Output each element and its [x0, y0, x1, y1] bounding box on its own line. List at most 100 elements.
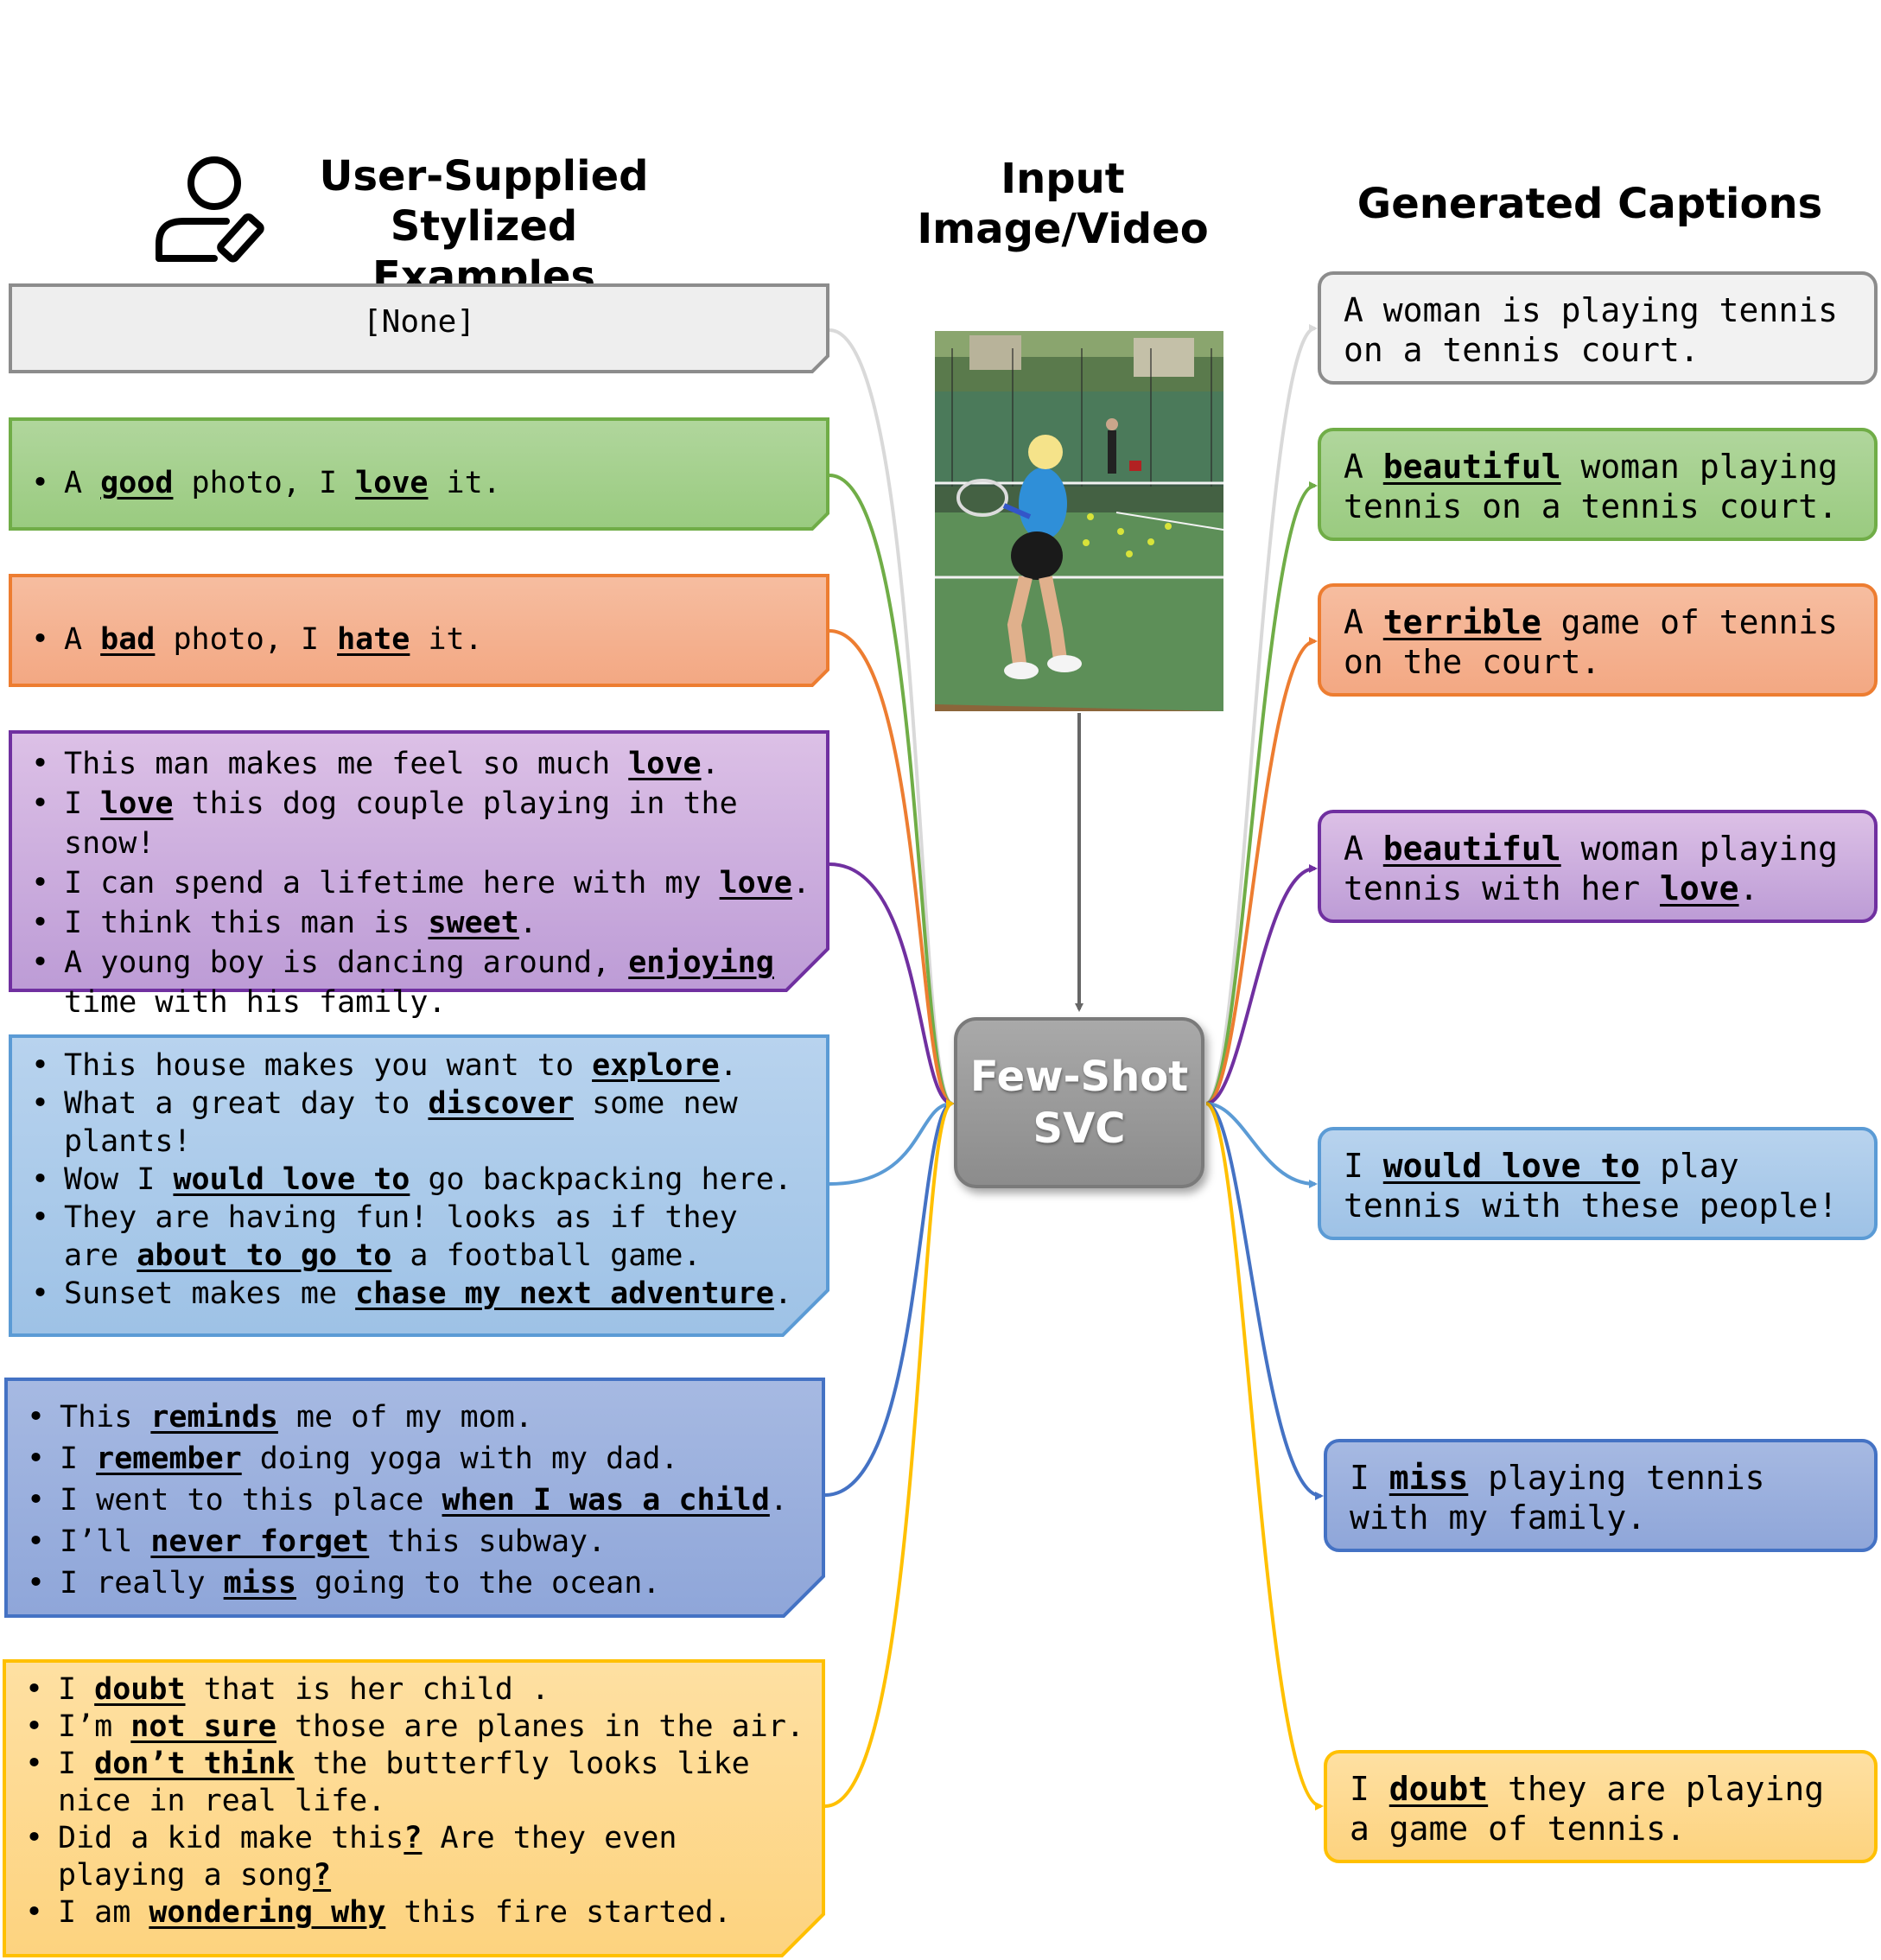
text-segment: I	[1344, 1147, 1383, 1185]
arrow-out-5	[1205, 1102, 1324, 1500]
emphasized-text: explore	[592, 1048, 720, 1083]
example-item: I don’t think the butterfly looks like n…	[6, 1746, 822, 1820]
emphasized-text: love	[719, 866, 792, 900]
text-segment: this dog couple playing in the snow!	[64, 786, 756, 861]
user-edit-icon	[156, 156, 264, 263]
text-segment: This man makes me feel so much	[64, 747, 629, 781]
text-segment: I think this man is	[64, 906, 429, 940]
text-segment: I can spend a lifetime here with my	[64, 866, 720, 900]
caption-positive: A beautiful woman playing tennis on a te…	[1318, 428, 1878, 541]
emphasized-text: chase my next adventure	[355, 1276, 774, 1311]
emphasized-text: would love to	[173, 1162, 410, 1197]
text-segment: woman playing tennis with her	[1344, 830, 1838, 907]
example-item: I am wondering why this fire started.	[6, 1894, 822, 1931]
example-item: I think this man is sweet.	[12, 903, 826, 943]
text-segment: A	[1344, 603, 1383, 641]
page-fold	[810, 512, 829, 531]
example-item: A bad photo, I hate it.	[12, 621, 826, 658]
emphasized-text: reminds	[150, 1400, 278, 1435]
example-item: A good photo, I love it.	[12, 465, 826, 501]
text-segment: it.	[428, 466, 501, 500]
example-item: I can spend a lifetime here with my love…	[12, 863, 826, 903]
text-segment: those are planes in the air.	[276, 1709, 804, 1744]
text-segment: A young boy is dancing around,	[64, 945, 629, 980]
emphasized-text: hate	[337, 622, 410, 657]
arrow-in-2	[829, 629, 955, 1108]
emphasized-text: doubt	[1389, 1770, 1489, 1808]
examples-header: User-Supplied Stylized Examples	[319, 152, 649, 301]
page-fold	[781, 1289, 829, 1337]
arrow-out-1	[1205, 481, 1318, 1105]
text-segment: Are they even playing a song	[58, 1821, 677, 1893]
arrow-in-4	[829, 1099, 955, 1186]
text-segment: .	[701, 747, 720, 781]
text-segment: some new plants!	[64, 1086, 738, 1159]
text-segment: .	[719, 1048, 738, 1083]
text-segment: this subway.	[369, 1524, 607, 1559]
text-segment: I am	[58, 1895, 149, 1930]
emphasized-text: when I was a child	[442, 1483, 770, 1518]
emphasized-text: love	[100, 786, 174, 821]
text-segment: A	[64, 622, 101, 657]
page-fold	[785, 947, 829, 992]
emphasized-text: miss	[223, 1566, 296, 1600]
text-segment: they are playing a game of tennis.	[1350, 1770, 1825, 1848]
page-fold	[810, 668, 829, 687]
arrow-out-0	[1205, 324, 1318, 1105]
caption-nostalgic: I miss playing tennis with my family.	[1324, 1439, 1878, 1552]
none-label: [None]	[362, 304, 476, 340]
example-item: I doubt that is her child .	[6, 1671, 822, 1709]
caption-adventurous: I would love to play tennis with these p…	[1318, 1127, 1878, 1240]
text-segment: I	[64, 786, 101, 821]
emphasized-text: love	[1660, 869, 1739, 907]
text-segment: They are having fun! looks as if they ar…	[64, 1200, 738, 1273]
example-item: I remember doing yoga with my dad.	[8, 1438, 822, 1480]
arrow-out-3	[1205, 864, 1318, 1105]
text-segment: play tennis with these people!	[1344, 1147, 1838, 1225]
emphasized-text: ?	[404, 1821, 423, 1855]
example-group-adventurous: This house makes you want to explore.Wha…	[9, 1034, 829, 1337]
caption-negative: A terrible game of tennis on the court.	[1318, 583, 1878, 697]
text-segment: .	[769, 1483, 788, 1518]
emphasized-text: remember	[96, 1441, 242, 1476]
example-group-negative: A bad photo, I hate it.	[9, 574, 829, 687]
arrow-in-5	[824, 1099, 955, 1497]
emphasized-text: about to go to	[137, 1238, 392, 1273]
example-item: This man makes me feel so much love.	[12, 744, 826, 784]
example-group-nostalgic: This reminds me of my mom.I remember doi…	[4, 1378, 825, 1618]
example-item: A young boy is dancing around, enjoying …	[12, 943, 826, 1022]
example-item: I really miss going to the ocean.	[8, 1562, 822, 1604]
input-header: Input Image/Video	[917, 155, 1209, 253]
emphasized-text: never forget	[150, 1524, 370, 1559]
text-segment: What a great day to	[64, 1086, 429, 1121]
text-segment: A	[64, 466, 101, 500]
text-segment: go backpacking here.	[410, 1162, 792, 1197]
page-fold	[782, 1575, 825, 1618]
emphasized-text: discover	[428, 1086, 575, 1121]
example-group-none: [None]	[9, 283, 829, 373]
page-fold	[780, 1912, 825, 1957]
example-group-positive: A good photo, I love it.	[9, 417, 829, 531]
text-segment: I	[1350, 1459, 1389, 1497]
arrow-out-2	[1205, 637, 1318, 1105]
text-segment: that is her child .	[185, 1672, 550, 1707]
text-segment: .	[1738, 869, 1759, 907]
few-shot-svc-box: Few-Shot SVC	[954, 1017, 1204, 1188]
text-segment: A	[1344, 830, 1383, 868]
caption-romantic: A beautiful woman playing tennis with he…	[1318, 810, 1878, 923]
text-segment: time with his family.	[64, 985, 447, 1020]
arrow-in-6	[824, 1099, 955, 1808]
text-segment: I	[58, 1747, 95, 1781]
text-segment: woman playing tennis on a tennis court.	[1344, 448, 1838, 525]
arrow-in-3	[829, 862, 955, 1108]
text-segment: going to the ocean.	[295, 1566, 661, 1600]
text-segment: a football game.	[391, 1238, 702, 1273]
text-segment: I	[60, 1441, 97, 1476]
text-segment: the butterfly looks like nice in real li…	[58, 1747, 750, 1818]
example-item: What a great day to discover some new pl…	[12, 1085, 826, 1161]
emphasized-text: not sure	[130, 1709, 276, 1744]
arrow-in-0	[829, 328, 955, 1108]
text-segment: This	[60, 1400, 151, 1435]
example-item: I’m not sure those are planes in the air…	[6, 1709, 822, 1746]
